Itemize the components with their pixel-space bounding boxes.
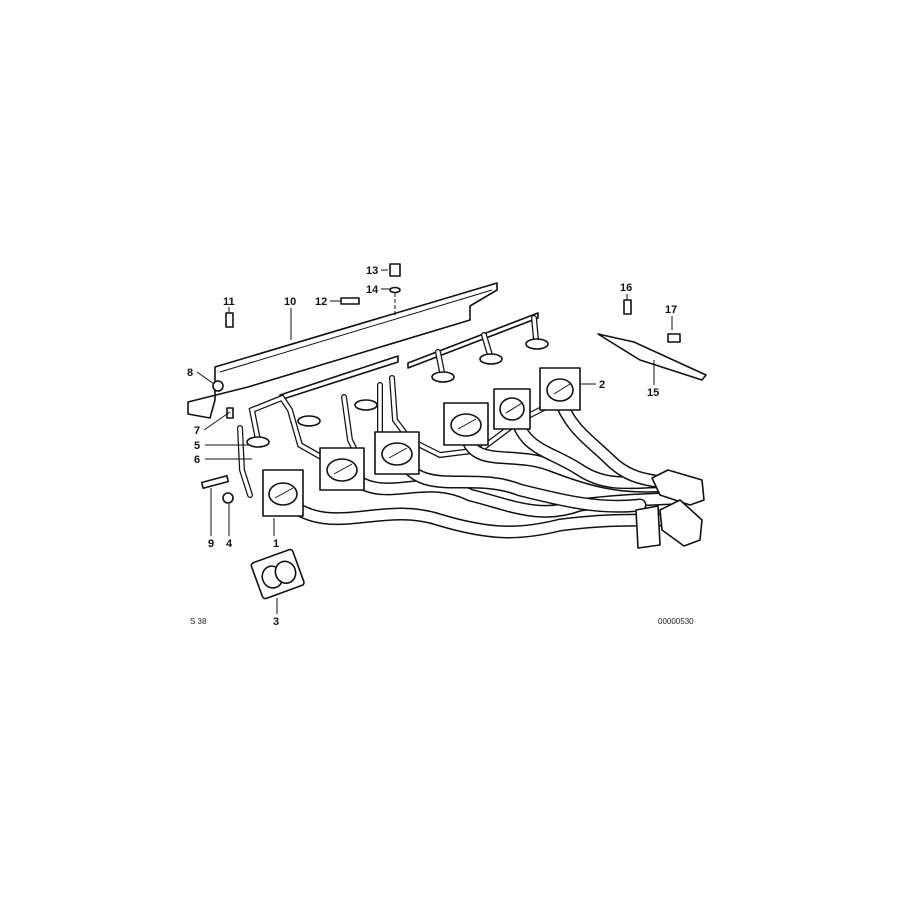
manifold-flanges [262,367,581,517]
leader-lines [196,269,673,614]
stud-7 [226,407,234,419]
gasket [250,548,305,600]
callout-2: 2 [599,379,605,391]
bolt-11 [225,312,234,328]
callout-6: 6 [194,454,200,466]
callout-3: 3 [273,616,279,628]
callout-11: 11 [223,296,235,308]
stud-9 [200,474,230,490]
callout-15: 15 [647,387,659,399]
callout-16: 16 [620,282,632,294]
callout-12: 12 [315,296,327,308]
drawing-number: 00000530 [658,617,694,626]
callout-9: 9 [208,538,214,550]
callout-7: 7 [194,425,200,437]
callout-4: 4 [226,538,233,550]
callout-17: 17 [665,304,677,316]
exhaust-pipes [278,388,705,549]
bolt-16 [623,299,632,315]
callout-1: 1 [273,538,279,550]
washer-14 [389,286,401,294]
bolt-17 [667,333,681,343]
heat-shield [187,282,498,419]
nut-4 [222,492,234,504]
callout-13: 13 [366,265,378,277]
page-reference: S 38 [190,617,207,626]
callout-10: 10 [284,296,296,308]
nut-8 [212,380,224,392]
bolt-13 [389,263,401,277]
callout-8: 8 [187,367,193,379]
bolt-12 [340,297,360,305]
callout-5: 5 [194,440,200,452]
shield-plate-15 [597,333,707,381]
callout-labels: 1 2 3 4 5 6 7 8 9 10 11 12 13 14 15 16 1… [187,265,694,628]
callout-14: 14 [366,284,379,296]
hardware [200,263,707,504]
